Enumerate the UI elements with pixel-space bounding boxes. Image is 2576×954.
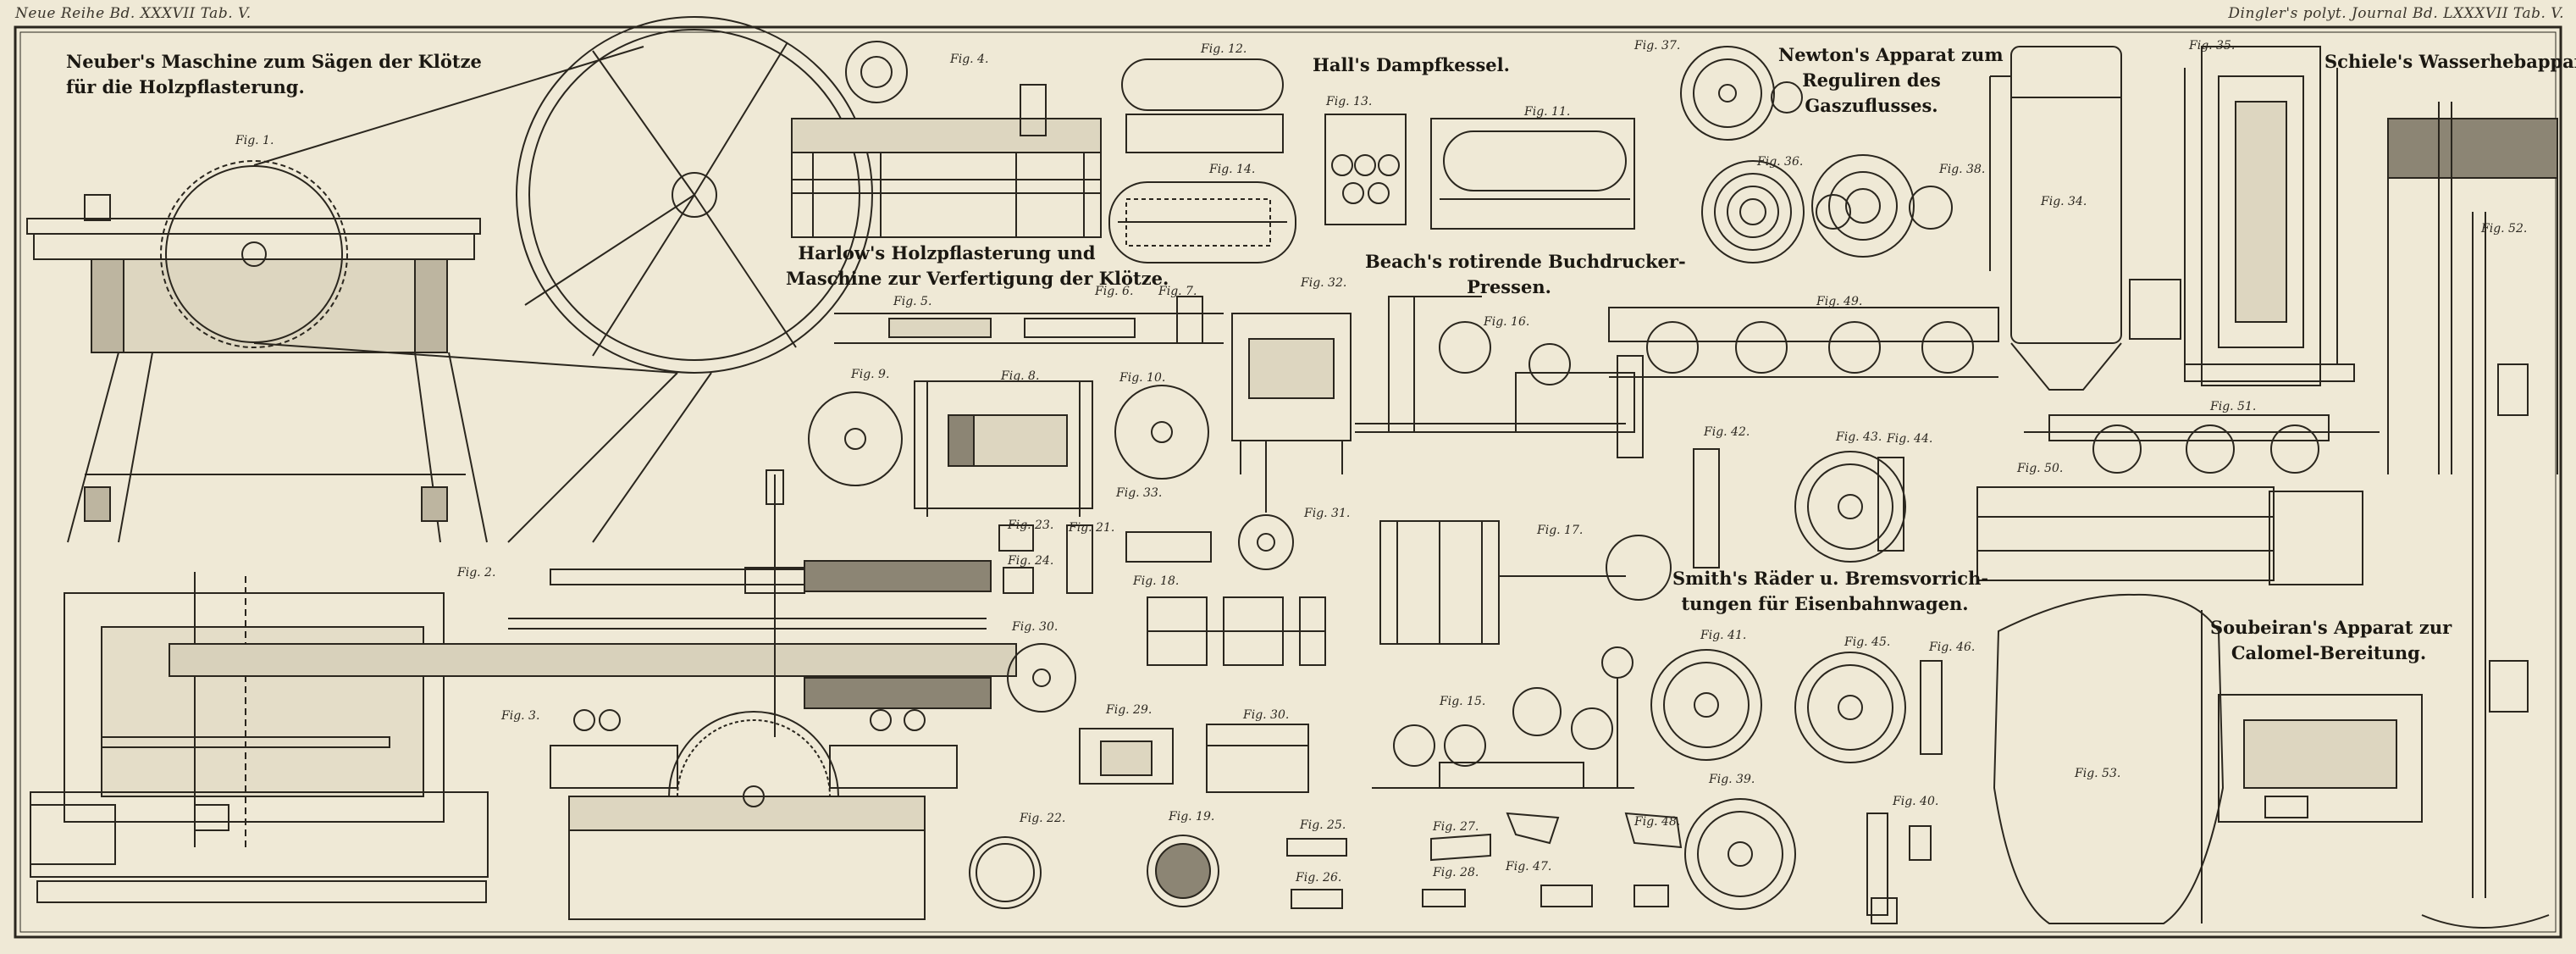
fig-label-41: Fig. 41. (1700, 629, 1747, 642)
fig-label-11: Fig. 11. (1524, 105, 1571, 119)
title-schiele: Schiele's Wasserhebapparat (2324, 49, 2576, 75)
fig-label-5: Fig. 5. (893, 295, 932, 308)
title-smith: Smith's Räder u. Bremsvorrich- tungen fü… (1672, 566, 1989, 617)
title-newton-line3: Gaszuflusses. (1805, 95, 1938, 116)
title-halls: Hall's Dampfkessel. (1313, 53, 1510, 78)
title-newton-line2: Reguliren des (1802, 69, 1941, 91)
fig-label-34: Fig. 34. (2041, 195, 2087, 208)
title-newton-line1: Newton's Apparat zum (1778, 44, 2004, 65)
fig-label-23: Fig. 23. (1008, 519, 1054, 532)
fig-label-30b: Fig. 30. (1243, 708, 1290, 722)
fig-label-13: Fig. 13. (1326, 95, 1373, 108)
fig-label-29: Fig. 29. (1106, 703, 1153, 717)
title-neuber: Neuber's Maschine zum Sägen der Klötze f… (66, 49, 482, 100)
title-smith-line1: Smith's Räder u. Bremsvorrich- (1672, 568, 1989, 589)
title-beach-line1: Beach's rotirende Buchdrucker- (1365, 251, 1686, 272)
title-soubeiran-line1: Soubeiran's Apparat zur (2210, 617, 2452, 638)
fig-label-19: Fig. 19. (1169, 810, 1215, 824)
title-neuber-line2: für die Holzpflasterung. (66, 76, 305, 97)
fig-label-42: Fig. 42. (1704, 425, 1750, 439)
fig-label-38: Fig. 38. (1939, 163, 1986, 176)
fig-label-18: Fig. 18. (1133, 574, 1180, 588)
fig-label-36: Fig. 36. (1757, 155, 1804, 169)
fig-label-4: Fig. 4. (950, 53, 989, 66)
fig-label-9: Fig. 9. (851, 368, 890, 381)
fig-label-46: Fig. 46. (1929, 641, 1976, 654)
fig-label-16: Fig. 16. (1484, 315, 1530, 329)
fig-label-21: Fig. 21. (1069, 521, 1115, 535)
title-harlow-line1: Harlow's Holzpflasterung und (798, 242, 1096, 263)
fig-label-43: Fig. 43. (1836, 430, 1882, 444)
fig-label-39: Fig. 39. (1709, 773, 1755, 786)
fig-label-40: Fig. 40. (1893, 795, 1939, 808)
fig-label-1: Fig. 1. (235, 134, 274, 147)
fig-label-45: Fig. 45. (1844, 635, 1891, 649)
fig-label-48: Fig. 48. (1634, 815, 1681, 829)
plate-header-right: Dingler's polyt. Journal Bd. LXXXVII Tab… (2228, 5, 2564, 22)
fig-label-49: Fig. 49. (1816, 295, 1863, 308)
fig-label-32: Fig. 32. (1301, 276, 1347, 290)
fig-label-50: Fig. 50. (2017, 462, 2064, 475)
fig-label-53: Fig. 53. (2075, 767, 2121, 780)
fig-label-35: Fig. 35. (2189, 39, 2236, 53)
fig-label-44: Fig. 44. (1887, 432, 1933, 446)
fig-label-6: Fig. 6. (1095, 285, 1134, 298)
title-beach-line2: Pressen. (1467, 276, 1551, 297)
fig-label-7: Fig. 7. (1158, 285, 1197, 298)
title-halls-line1: Hall's Dampfkessel. (1313, 54, 1510, 75)
title-harlow-line2: Maschine zur Verfertigung der Klötze. (786, 268, 1169, 289)
fig-label-2: Fig. 2. (457, 566, 496, 580)
fig-label-31: Fig. 31. (1304, 507, 1351, 520)
fig-label-47: Fig. 47. (1506, 860, 1552, 874)
title-harlow: Harlow's Holzpflasterung und Maschine zu… (786, 241, 1169, 291)
title-beach: Beach's rotirende Buchdrucker- Pressen. (1365, 249, 1686, 300)
fig-label-15: Fig. 15. (1440, 695, 1486, 708)
fig-label-27: Fig. 27. (1433, 820, 1479, 834)
fig-label-37: Fig. 37. (1634, 39, 1681, 53)
fig-label-33: Fig. 33. (1116, 486, 1163, 500)
fig-label-22: Fig. 22. (1020, 812, 1066, 825)
fig-label-12: Fig. 12. (1201, 42, 1247, 56)
title-soubeiran: Soubeiran's Apparat zur Calomel-Bereitun… (2210, 615, 2452, 666)
plate-header-left: Neue Reihe Bd. XXXVII Tab. V. (15, 5, 252, 22)
fig-label-14: Fig. 14. (1209, 163, 1256, 176)
fig-label-30a: Fig. 30. (1012, 620, 1059, 634)
fig-label-24: Fig. 24. (1008, 554, 1054, 568)
fig-label-52: Fig. 52. (2481, 222, 2528, 236)
fig-label-10: Fig. 10. (1119, 371, 1166, 385)
fig-label-25: Fig. 25. (1300, 818, 1346, 832)
fig-label-3: Fig. 3. (501, 709, 540, 723)
fig-label-51: Fig. 51. (2210, 400, 2257, 413)
title-smith-line2: tungen für Eisenbahnwagen. (1681, 593, 1969, 614)
fig-label-26: Fig. 26. (1296, 871, 1342, 885)
title-neuber-line1: Neuber's Maschine zum Sägen der Klötze (66, 51, 482, 72)
fig-label-28: Fig. 28. (1433, 866, 1479, 879)
fig-label-8: Fig. 8. (1001, 369, 1040, 383)
title-schiele-line1: Schiele's Wasserhebapparat (2324, 51, 2576, 72)
title-newton: Newton's Apparat zum Reguliren des Gaszu… (1778, 42, 2004, 119)
fig-label-17: Fig. 17. (1537, 524, 1584, 537)
title-soubeiran-line2: Calomel-Bereitung. (2231, 642, 2427, 663)
